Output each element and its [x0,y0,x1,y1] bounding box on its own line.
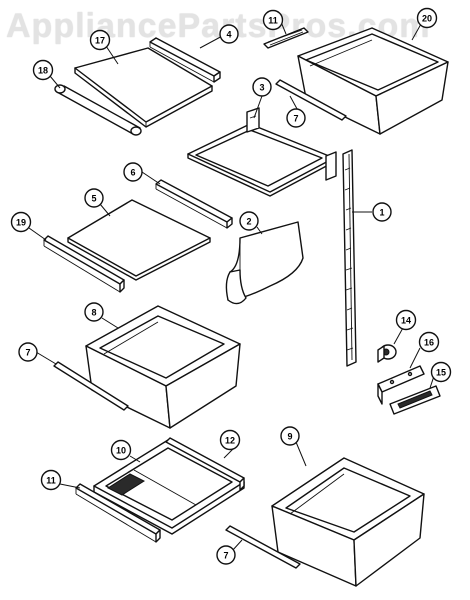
part-6-shelf-trim[interactable] [155,179,233,229]
part-12-side-rail[interactable] [165,437,245,491]
part-20-crisper-pan[interactable] [297,27,449,135]
svg-text:14: 14 [401,316,411,326]
svg-text:11: 11 [268,16,278,26]
callout-1: 1 [372,202,392,222]
svg-text:7: 7 [223,551,228,561]
callout-12: 12 [219,429,241,451]
part-16-bracket[interactable] [377,365,425,405]
svg-text:6: 6 [130,168,135,178]
leader-lines [28,21,435,552]
callout-10: 10 [110,439,132,461]
svg-text:2: 2 [246,217,251,227]
svg-text:17: 17 [95,36,105,46]
svg-text:12: 12 [225,436,235,446]
callout-20: 20 [416,7,438,29]
callout-15: 15 [430,361,452,383]
callout-17: 17 [89,29,111,51]
callout-7-mid: 7 [18,342,38,362]
svg-text:5: 5 [91,194,96,204]
svg-text:9: 9 [287,432,292,442]
svg-text:16: 16 [424,338,434,348]
part-7-rail-strip-top[interactable] [275,79,347,121]
callout-19: 19 [10,211,32,233]
callout-6: 6 [123,162,143,182]
part-2-deflector[interactable] [225,221,304,305]
part-7-rail-strip-mid[interactable] [53,361,129,411]
callout-18: 18 [32,59,54,81]
part-5-glass-shelf[interactable] [67,199,211,281]
callout-8: 8 [84,302,104,322]
callout-11-bottom: 11 [40,469,62,491]
callout-2: 2 [239,211,259,231]
svg-text:4: 4 [226,30,231,40]
part-1-pilaster[interactable] [342,149,357,367]
part-14-roller[interactable] [377,344,397,363]
svg-text:8: 8 [91,308,96,318]
svg-text:15: 15 [436,368,446,378]
callout-4: 4 [219,24,239,44]
svg-text:18: 18 [38,66,48,76]
part-11-side-rail-bottom[interactable] [75,483,161,543]
part-15-slide-track[interactable] [389,385,441,415]
svg-text:20: 20 [422,14,432,24]
callout-11-top: 11 [262,9,284,31]
part-9-crisper-pan[interactable] [271,457,425,587]
svg-text:10: 10 [116,446,126,456]
callout-3: 3 [252,77,272,97]
callout-9: 9 [280,426,300,446]
svg-text:7: 7 [25,348,30,358]
part-19-shelf-trim[interactable] [43,235,125,293]
part-18-trim-tube[interactable] [54,84,142,136]
svg-text:3: 3 [259,83,264,93]
callout-5: 5 [84,188,104,208]
callout-14: 14 [395,309,417,331]
part-8-crisper-pan[interactable] [85,305,241,429]
part-3-shelf-frame[interactable] [187,107,337,197]
pilaster-slots [344,167,354,351]
part-7-rail-strip-bottom[interactable] [225,525,301,569]
part-11-slide-rail-top[interactable] [263,27,309,49]
callout-16: 16 [418,331,440,353]
svg-text:11: 11 [46,476,56,486]
callout-7-bottom: 7 [216,545,236,565]
callout-7-top: 7 [286,108,306,128]
svg-text:1: 1 [379,208,384,218]
svg-text:19: 19 [16,218,26,228]
svg-text:7: 7 [293,114,298,124]
part-17-shelf[interactable] [74,47,213,128]
part-4-shelf-trim[interactable] [149,37,221,83]
